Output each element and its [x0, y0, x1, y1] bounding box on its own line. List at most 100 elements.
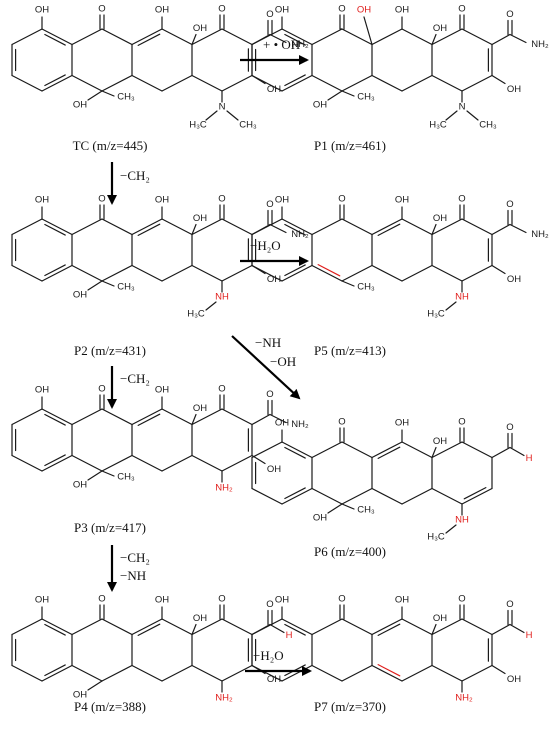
- ring-bond: [71, 218, 103, 236]
- c6-methyl: CH₃: [357, 505, 375, 516]
- ring-bond: [251, 441, 283, 459]
- c3-oh-bond: [491, 664, 506, 675]
- ring-bond: [461, 664, 493, 682]
- ring-bond: [281, 441, 313, 459]
- ring-bond: [281, 487, 313, 505]
- ring-bond: [191, 264, 223, 282]
- ring-bond: [401, 28, 433, 46]
- c12a-oh-bond: [191, 623, 197, 636]
- ring-bond: [311, 218, 343, 236]
- ring-bond: [11, 218, 43, 236]
- ring-bond: [11, 664, 43, 682]
- ring-bond: [341, 218, 373, 236]
- n-methyl: CH₃: [239, 120, 257, 131]
- carbonyl-oxygen: O: [506, 599, 513, 610]
- ring-bond: [221, 664, 253, 682]
- ring-bond: [371, 74, 403, 92]
- c6-oh-bond: [327, 90, 343, 101]
- n-methyl: H₃C: [427, 309, 445, 320]
- aldehyde-h-bond: [509, 623, 525, 634]
- c6-hydroxyl: OH: [73, 290, 87, 301]
- c6-methyl-bond: [101, 470, 115, 477]
- ring-bond: [131, 74, 163, 92]
- c1-oxo: O: [218, 4, 225, 15]
- ring-bond: [161, 408, 193, 426]
- c2-carbonyl-bond: [491, 623, 511, 636]
- c6-hydroxyl: OH: [313, 513, 327, 524]
- reaction-condition: + • OH: [263, 37, 300, 52]
- ring-bond: [101, 664, 133, 682]
- aromatic-double-bond: [284, 223, 306, 236]
- ring-bond: [221, 454, 253, 472]
- arrow-shaft: [231, 335, 301, 400]
- c3-hydroxyl: OH: [267, 84, 281, 95]
- c3-oh-bond: [491, 264, 506, 275]
- ring-bond: [251, 74, 283, 92]
- ring-bond: [311, 74, 343, 92]
- c10-hydroxyl: OH: [275, 595, 289, 606]
- c11-oxo: O: [98, 4, 105, 15]
- c12a-hydroxyl: OH: [433, 613, 447, 624]
- amide-nh2: NH₂: [531, 39, 549, 50]
- n-methyl-bond: [226, 110, 239, 121]
- c6-hydroxyl: OH: [73, 480, 87, 491]
- ring-bond: [41, 218, 73, 236]
- ring-bond: [281, 74, 313, 92]
- ring-bond: [191, 454, 223, 472]
- ring-bond: [371, 218, 403, 236]
- reaction-arrow-tc-to-p2: −CH₂: [107, 162, 150, 205]
- ring-bond: [341, 664, 373, 682]
- ring-bond: [461, 618, 493, 636]
- ring-bond: [191, 74, 223, 92]
- reaction-condition: −CH₂: [120, 550, 150, 565]
- c12-hydroxyl: OH: [395, 595, 409, 606]
- c10-hydroxyl: OH: [35, 5, 49, 16]
- c11-oxo: O: [338, 417, 345, 428]
- c2-carbonyl-bond: [491, 223, 511, 236]
- aromatic-double-bond: [44, 264, 66, 277]
- ring-bond: [431, 28, 463, 46]
- c6-methyl-bond: [341, 503, 355, 510]
- caption-p7: P7 (m/z=370): [314, 699, 386, 714]
- reaction-condition: −OH: [270, 354, 296, 369]
- ring-bond: [221, 408, 253, 426]
- aromatic-double-bond: [284, 33, 306, 46]
- c2-carbonyl-bond: [251, 413, 271, 426]
- ring-bond: [401, 487, 433, 505]
- ring-bond: [161, 454, 193, 472]
- ring-bond: [71, 28, 103, 46]
- ring-bond: [41, 28, 73, 46]
- c12-hydroxyl: OH: [155, 195, 169, 206]
- ring-bond: [131, 28, 163, 46]
- caption-p3: P3 (m/z=417): [74, 520, 146, 535]
- c12a-hydroxyl: OH: [193, 613, 207, 624]
- ring-bond: [41, 74, 73, 92]
- ring-bond: [161, 664, 193, 682]
- ring-bond: [161, 264, 193, 282]
- c10-hydroxyl: OH: [35, 385, 49, 396]
- ring-bond: [11, 408, 43, 426]
- ring-bond: [251, 664, 283, 682]
- ring-bond: [161, 28, 193, 46]
- amide-nh2: NH₂: [291, 39, 309, 50]
- c12a-hydroxyl: OH: [193, 23, 207, 34]
- reaction-arrow-p2-to-p5: −H₂O: [240, 238, 309, 266]
- aromatic-double-bond: [284, 446, 306, 459]
- amide-nh2: NH₂: [531, 229, 549, 240]
- ring-bond: [431, 264, 463, 282]
- ring-bond: [191, 618, 223, 636]
- ring-bond: [431, 487, 463, 505]
- ring-bond: [461, 28, 493, 46]
- ring-bond: [311, 664, 343, 682]
- ring-bond: [161, 74, 193, 92]
- ring-bond: [71, 408, 103, 426]
- ring-bond: [161, 218, 193, 236]
- c3-hydroxyl: OH: [507, 674, 521, 685]
- ring-bond: [371, 487, 403, 505]
- ring-bond: [341, 74, 373, 92]
- ring-bond: [251, 218, 283, 236]
- ring-bond: [401, 74, 433, 92]
- c1-oxo: O: [458, 4, 465, 15]
